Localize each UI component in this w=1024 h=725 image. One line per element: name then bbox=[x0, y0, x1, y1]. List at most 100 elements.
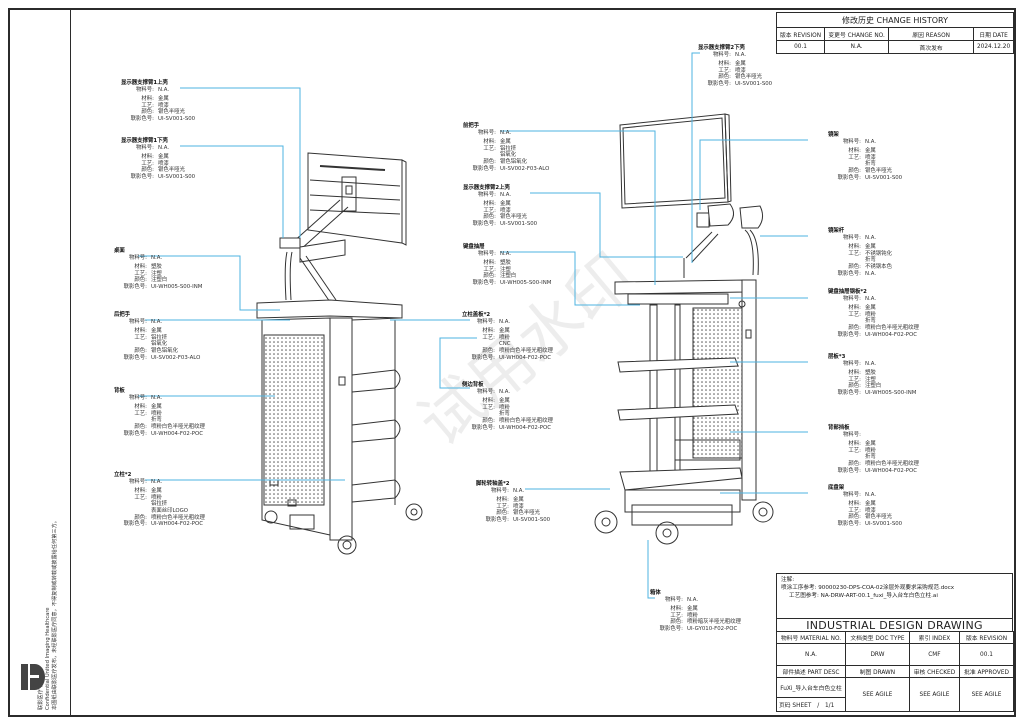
field-value: 塑胶 bbox=[151, 264, 162, 271]
field-value: 塑胶 bbox=[865, 370, 876, 377]
callout-title: 立柱*2 bbox=[114, 472, 132, 478]
field-label: 物料号: bbox=[129, 394, 147, 401]
field-label: 物料号: bbox=[477, 318, 495, 325]
callout-process: 折弯 bbox=[828, 454, 919, 461]
callout-process: 表面丝印LOGO bbox=[114, 508, 205, 515]
field-value: 喷粉白色半哑光粗纹理 bbox=[151, 423, 205, 430]
field-label: 联影色号: bbox=[472, 279, 496, 286]
tb-header-index: 索引 INDEX bbox=[908, 631, 961, 644]
callout-title: 前把手 bbox=[463, 123, 480, 129]
field-label: 材料: bbox=[141, 96, 154, 103]
field-label-spacer bbox=[463, 152, 496, 159]
callout-front-handle: 前把手物料号:N.A.材料:金属工艺:铝拉挤铝氧化颜色:银色铝氧化联影色号:UI… bbox=[463, 123, 549, 172]
callout-material-no: 物料号: N.A. bbox=[462, 319, 553, 326]
tb-header-drawn: 制图 DRAWN bbox=[845, 665, 910, 678]
tb-index: CMF bbox=[908, 643, 961, 666]
callout-color: 颜色: 喷粉白色半哑光粗纹理 bbox=[828, 461, 919, 468]
field-value: 银色铝氧化 bbox=[500, 158, 527, 165]
field-value: UI-WH004-F02-POC bbox=[865, 467, 918, 474]
tb-header-revision: 版本 REVISION bbox=[959, 631, 1014, 644]
callout-material-no: 物料号:N.A. bbox=[463, 251, 551, 258]
callout-material: 材料:金属 bbox=[476, 497, 550, 504]
field-label: 材料: bbox=[134, 404, 147, 411]
field-value: 注塑 bbox=[151, 270, 162, 277]
field-value: UI-WH004-F02-POC bbox=[151, 430, 204, 437]
callout-color: 颜色:喷粉白色半哑光粗纹理 bbox=[114, 424, 205, 431]
callout-color: 颜色:喷粉暗灰半哑光粗纹理 bbox=[650, 619, 741, 626]
callout-process: 工艺:注塑 bbox=[828, 377, 916, 384]
leader-display-arm2-upper bbox=[530, 192, 683, 258]
callout-material: 材料:金属 bbox=[462, 328, 553, 335]
field-label: 物料号: bbox=[129, 254, 147, 261]
field-label: 联影色号: bbox=[130, 173, 154, 180]
field-label: 颜色: bbox=[848, 460, 861, 467]
leader-base-box bbox=[647, 540, 655, 599]
callout-title: 显示器支撑臂2下壳 bbox=[698, 45, 745, 51]
field-label: 物料号: bbox=[136, 86, 154, 93]
callout-material-no: 物料号:N.A. bbox=[121, 145, 195, 152]
tb-header-doc-type: 文档类型 DOC TYPE bbox=[845, 631, 910, 644]
field-label: 材料: bbox=[848, 441, 861, 448]
callout-title: 显示器支撑臂1上壳 bbox=[121, 80, 168, 86]
tb-doc-type: DRW bbox=[845, 643, 910, 666]
callout-title: 背部挡板 bbox=[828, 425, 850, 431]
ch-cell-date: 2024.12.20 bbox=[973, 40, 1014, 54]
field-value: 金属 bbox=[513, 497, 524, 504]
field-value: N.A. bbox=[151, 394, 163, 401]
tb-material-no: N.A. bbox=[776, 643, 846, 666]
field-label: 颜色: bbox=[848, 263, 861, 270]
callout-material: 材料:金属 bbox=[650, 606, 741, 613]
field-value: UI-SV001-S00 bbox=[865, 174, 903, 181]
callout-process: 工艺:喷漆 bbox=[476, 504, 550, 511]
callout-material: 材料:金属 bbox=[121, 96, 195, 103]
field-label: 材料: bbox=[848, 370, 861, 377]
field-label: 工艺: bbox=[848, 376, 861, 383]
field-label: 物料号: bbox=[843, 295, 861, 302]
callout-material-no: 物料号:N.A. bbox=[476, 488, 550, 495]
field-label: 物料号: bbox=[478, 191, 496, 198]
callout-color: 颜色:银色半哑光 bbox=[828, 168, 902, 175]
field-value: 折弯 bbox=[499, 411, 510, 418]
field-label: 工艺: bbox=[134, 270, 147, 277]
field-value: 金属 bbox=[151, 488, 162, 495]
callout-material-no: 物料号:N.A. bbox=[828, 296, 919, 303]
drawing-frame bbox=[8, 8, 1016, 717]
field-value: UI-WH005-S00-INM bbox=[500, 279, 552, 286]
notes-label: 工艺图参考: bbox=[789, 593, 819, 599]
field-value: 铝拉挤 bbox=[151, 334, 168, 341]
field-value: 喷粉 bbox=[499, 334, 510, 341]
field-label: 物料号: bbox=[136, 144, 154, 151]
field-value: N.A. bbox=[499, 318, 511, 325]
field-label: 颜色: bbox=[482, 417, 495, 424]
field-value: 铝氧化 bbox=[500, 152, 517, 159]
field-value: N.A. bbox=[687, 596, 699, 603]
field-label: 材料: bbox=[482, 398, 495, 405]
callout-process: 折弯 bbox=[828, 161, 902, 168]
field-value: UI-WH005-S00-INM bbox=[865, 389, 917, 396]
field-value: N.A. bbox=[865, 138, 877, 145]
callout-color-no: 联影色号:UI-SV001-S00 bbox=[698, 81, 773, 88]
field-label: 材料: bbox=[848, 244, 861, 251]
callout-material-no: 物料号:N.A. bbox=[828, 361, 916, 368]
field-value: UI-SV001-S00 bbox=[158, 115, 196, 122]
callout-title: 底盘架 bbox=[828, 485, 845, 491]
field-value: N.A. bbox=[151, 318, 163, 325]
field-value: 金属 bbox=[865, 305, 876, 312]
callout-color-no: 联影色号:UI-WH004-F02-POC bbox=[828, 468, 919, 475]
leader-mirror-frame bbox=[699, 139, 808, 210]
field-value: UI-SV001-S00 bbox=[865, 520, 903, 527]
callout-color-no: 联影色号:UI-WH005-S00-INM bbox=[114, 284, 203, 291]
field-label: 颜色: bbox=[718, 74, 731, 81]
tb-drawn: SEE AGILE bbox=[845, 677, 910, 712]
callout-back-baffle: 背部挡板物料号:材料:金属工艺:喷粉折弯颜色:喷粉白色半哑光粗纹理联影色号:UI… bbox=[828, 425, 919, 474]
field-label: 联影色号: bbox=[123, 354, 147, 361]
callout-material: 材料:金属 bbox=[828, 441, 919, 448]
callout-display-arm1-upper: 显示器支撑臂1上壳物料号:N.A.材料:金属工艺:喷漆颜色:银色半哑光联影色号:… bbox=[121, 80, 195, 123]
field-value: N.A. bbox=[865, 270, 877, 277]
callout-title: 镜架 bbox=[828, 132, 839, 138]
callout-material: 材料:金属 bbox=[463, 139, 549, 146]
callout-process: 工艺:喷粉 bbox=[828, 312, 919, 319]
callout-color: 颜色:银色半哑光 bbox=[463, 214, 537, 221]
field-value: 喷粉白色半哑光粗纹理 bbox=[865, 460, 919, 467]
